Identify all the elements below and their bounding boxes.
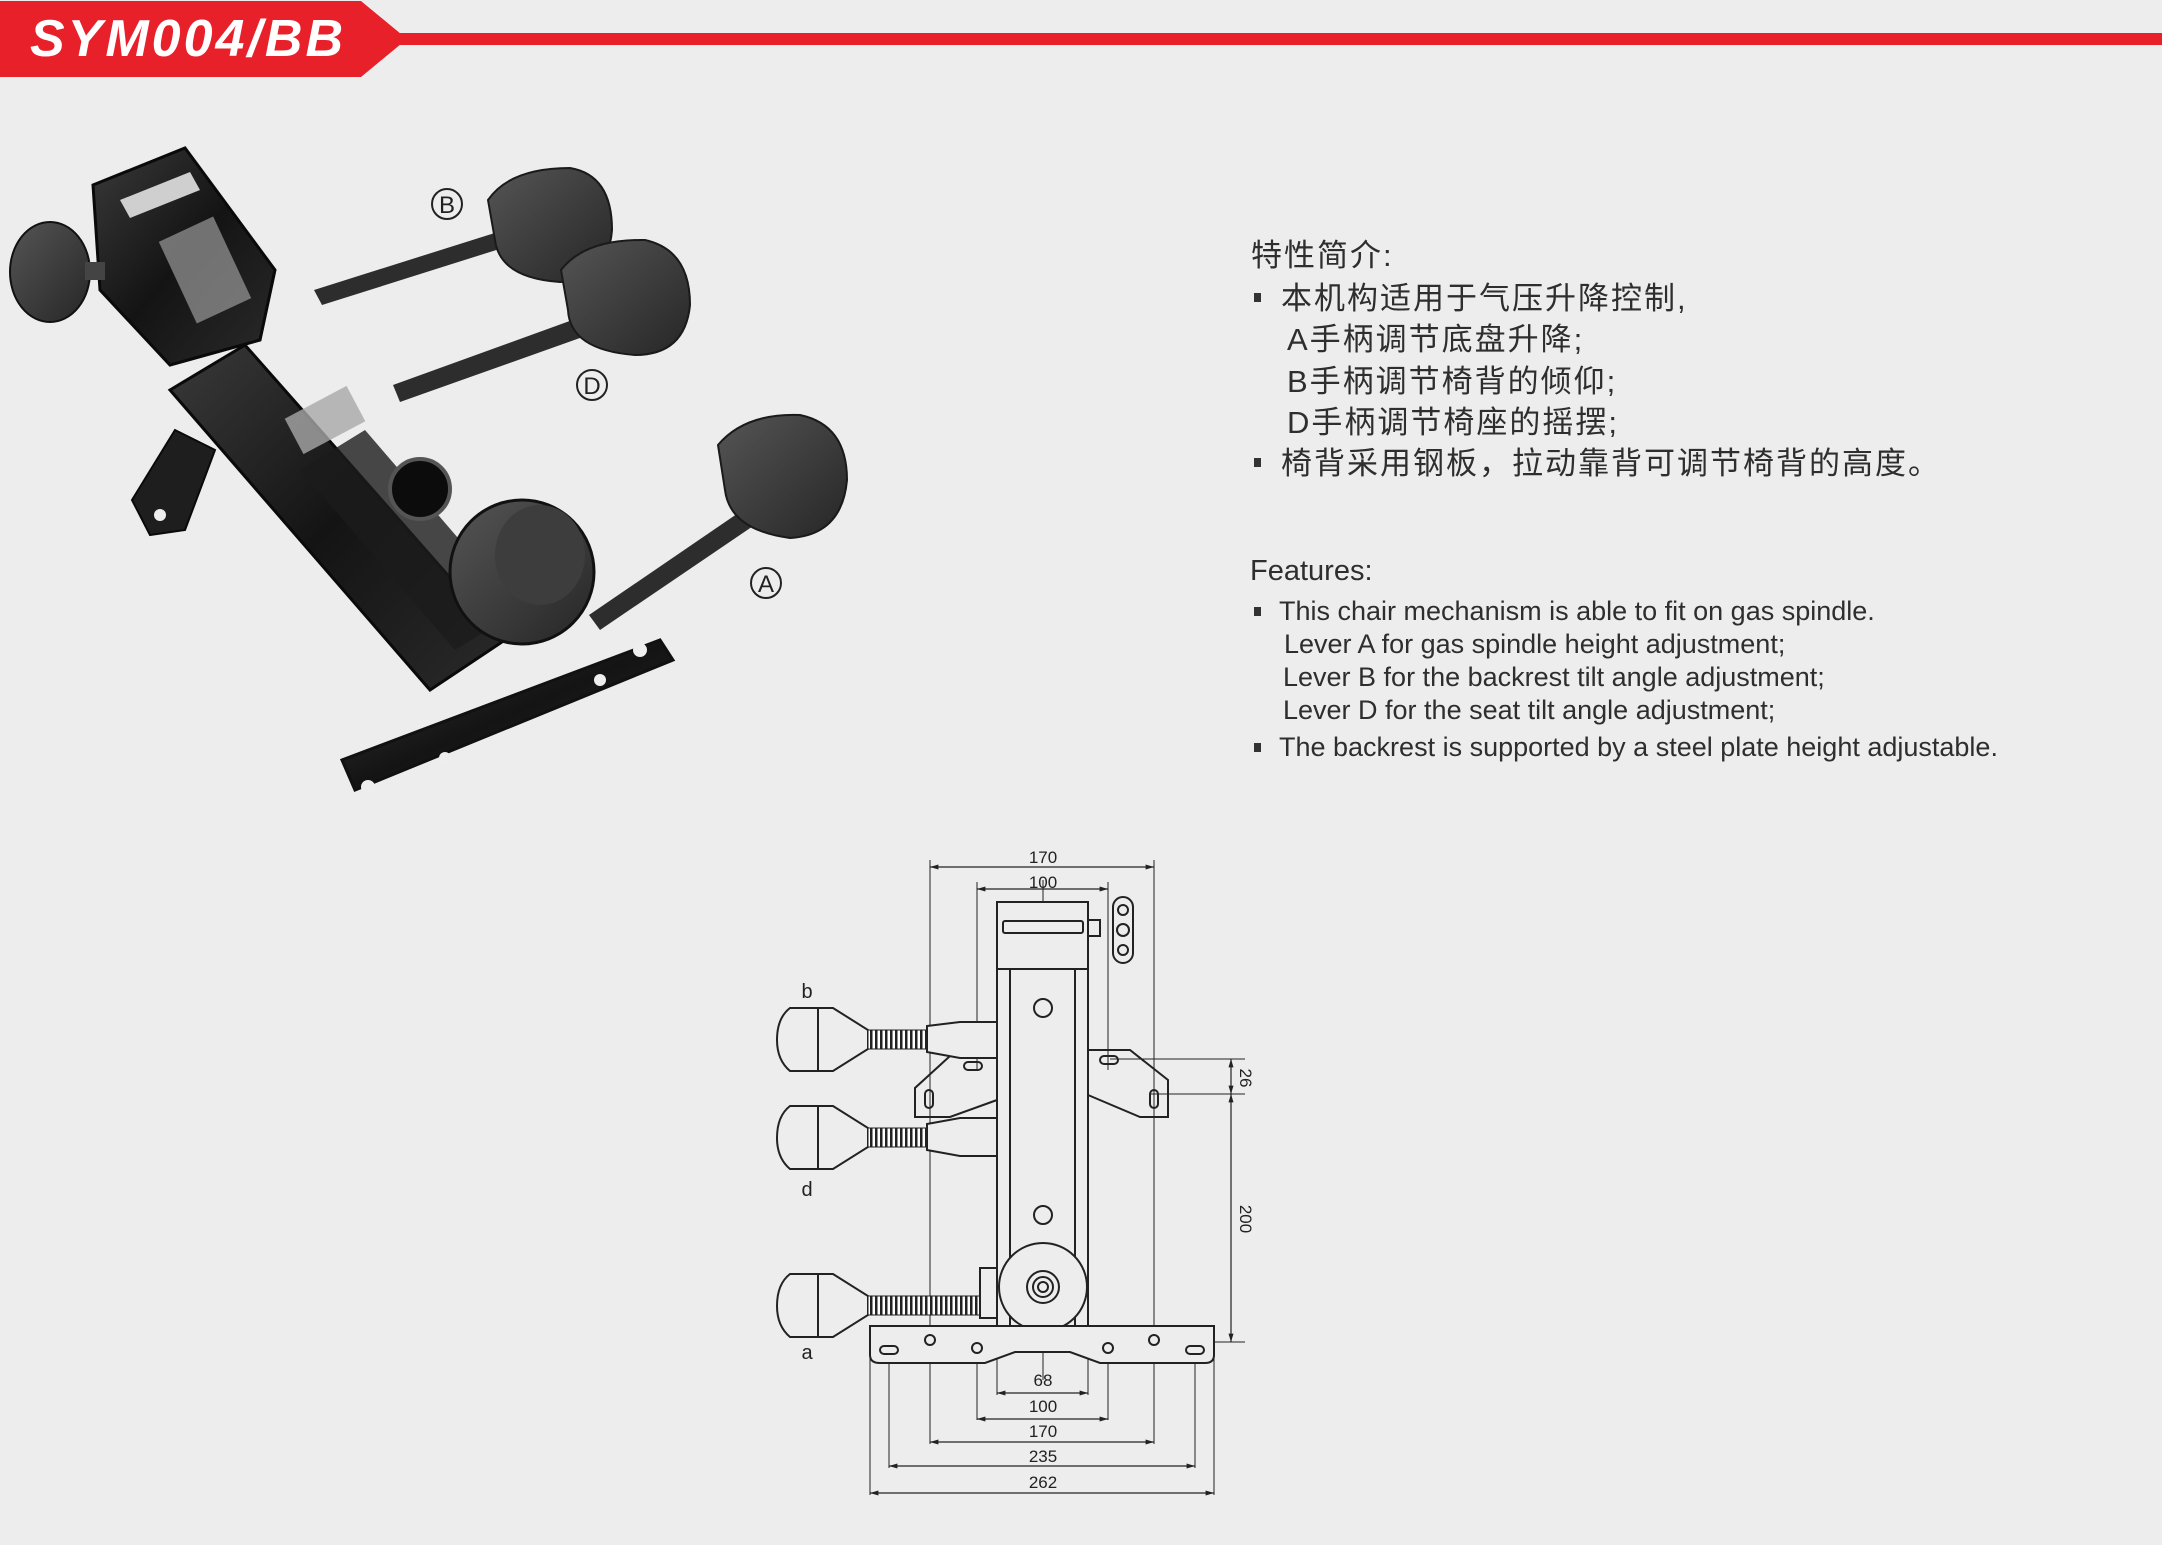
lever-a xyxy=(589,413,849,630)
dim-bottom-170: 170 xyxy=(1029,1422,1057,1441)
dim-bottom-262: 262 xyxy=(1029,1473,1057,1492)
intro-cn-line: A手柄调节底盘升降; xyxy=(1287,322,1585,357)
model-title: SYM004/BB xyxy=(30,10,346,68)
label-b: B xyxy=(431,188,463,220)
features-line: Lever A for gas spindle height adjustmen… xyxy=(1284,629,1786,659)
drawing-lever-a xyxy=(775,1267,998,1338)
tension-knob xyxy=(9,221,91,323)
label-a: A xyxy=(750,567,782,599)
dim-bottom-235: 235 xyxy=(1029,1447,1057,1466)
lever-d xyxy=(393,238,692,402)
bullet xyxy=(1254,293,1261,302)
intro-cn-title: 特性简介: xyxy=(1251,238,1394,273)
dim-bottom-68: 68 xyxy=(1034,1371,1053,1390)
gas-spindle-hole xyxy=(388,457,452,521)
dim-right-26: 26 xyxy=(1236,1069,1255,1088)
header-banner xyxy=(0,1,2162,77)
technical-drawing: b d a 170 100 68 100 170 235 262 26 200 xyxy=(775,848,1255,1496)
features-line: Lever D for the seat tilt angle adjustme… xyxy=(1283,695,1776,725)
intro-cn-line: D手柄调节椅座的摇摆; xyxy=(1287,405,1619,440)
intro-cn-line: 本机构适用于气压升降控制, xyxy=(1281,281,1688,316)
dim-top-100: 100 xyxy=(1029,873,1057,892)
left-flange xyxy=(130,428,217,537)
features-line: Lever B for the backrest tilt angle adju… xyxy=(1283,662,1825,692)
features-line: The backrest is supported by a steel pla… xyxy=(1279,732,1998,762)
label-d: D xyxy=(576,369,608,401)
drawing-label-a: a xyxy=(801,1342,813,1364)
drawing-lever-d xyxy=(775,1105,998,1170)
drawing-label-b: b xyxy=(801,981,812,1003)
height-knob-gear xyxy=(998,1242,1088,1332)
svg-text:A: A xyxy=(758,571,774,598)
svg-text:B: B xyxy=(439,192,455,219)
base-plate xyxy=(339,638,676,794)
intro-cn-line: 椅背采用钢板，拉动靠背可调节椅背的高度。 xyxy=(1281,446,1941,481)
bullet xyxy=(1254,607,1261,616)
features-title: Features: xyxy=(1250,555,1373,587)
intro-cn-line: B手柄调节椅背的倾仰; xyxy=(1287,364,1618,399)
dim-top-170: 170 xyxy=(1029,848,1057,867)
features-line: This chair mechanism is able to fit on g… xyxy=(1279,596,1875,626)
product-photo: B D A xyxy=(9,146,849,794)
drawing-lever-b xyxy=(775,1007,998,1072)
bullet xyxy=(1254,743,1261,752)
dim-right-200: 200 xyxy=(1236,1205,1255,1233)
drawing-label-d: d xyxy=(801,1179,812,1201)
dim-bottom-100: 100 xyxy=(1029,1397,1057,1416)
svg-text:D: D xyxy=(583,373,600,400)
head-box xyxy=(91,146,277,367)
bullet xyxy=(1254,458,1261,467)
